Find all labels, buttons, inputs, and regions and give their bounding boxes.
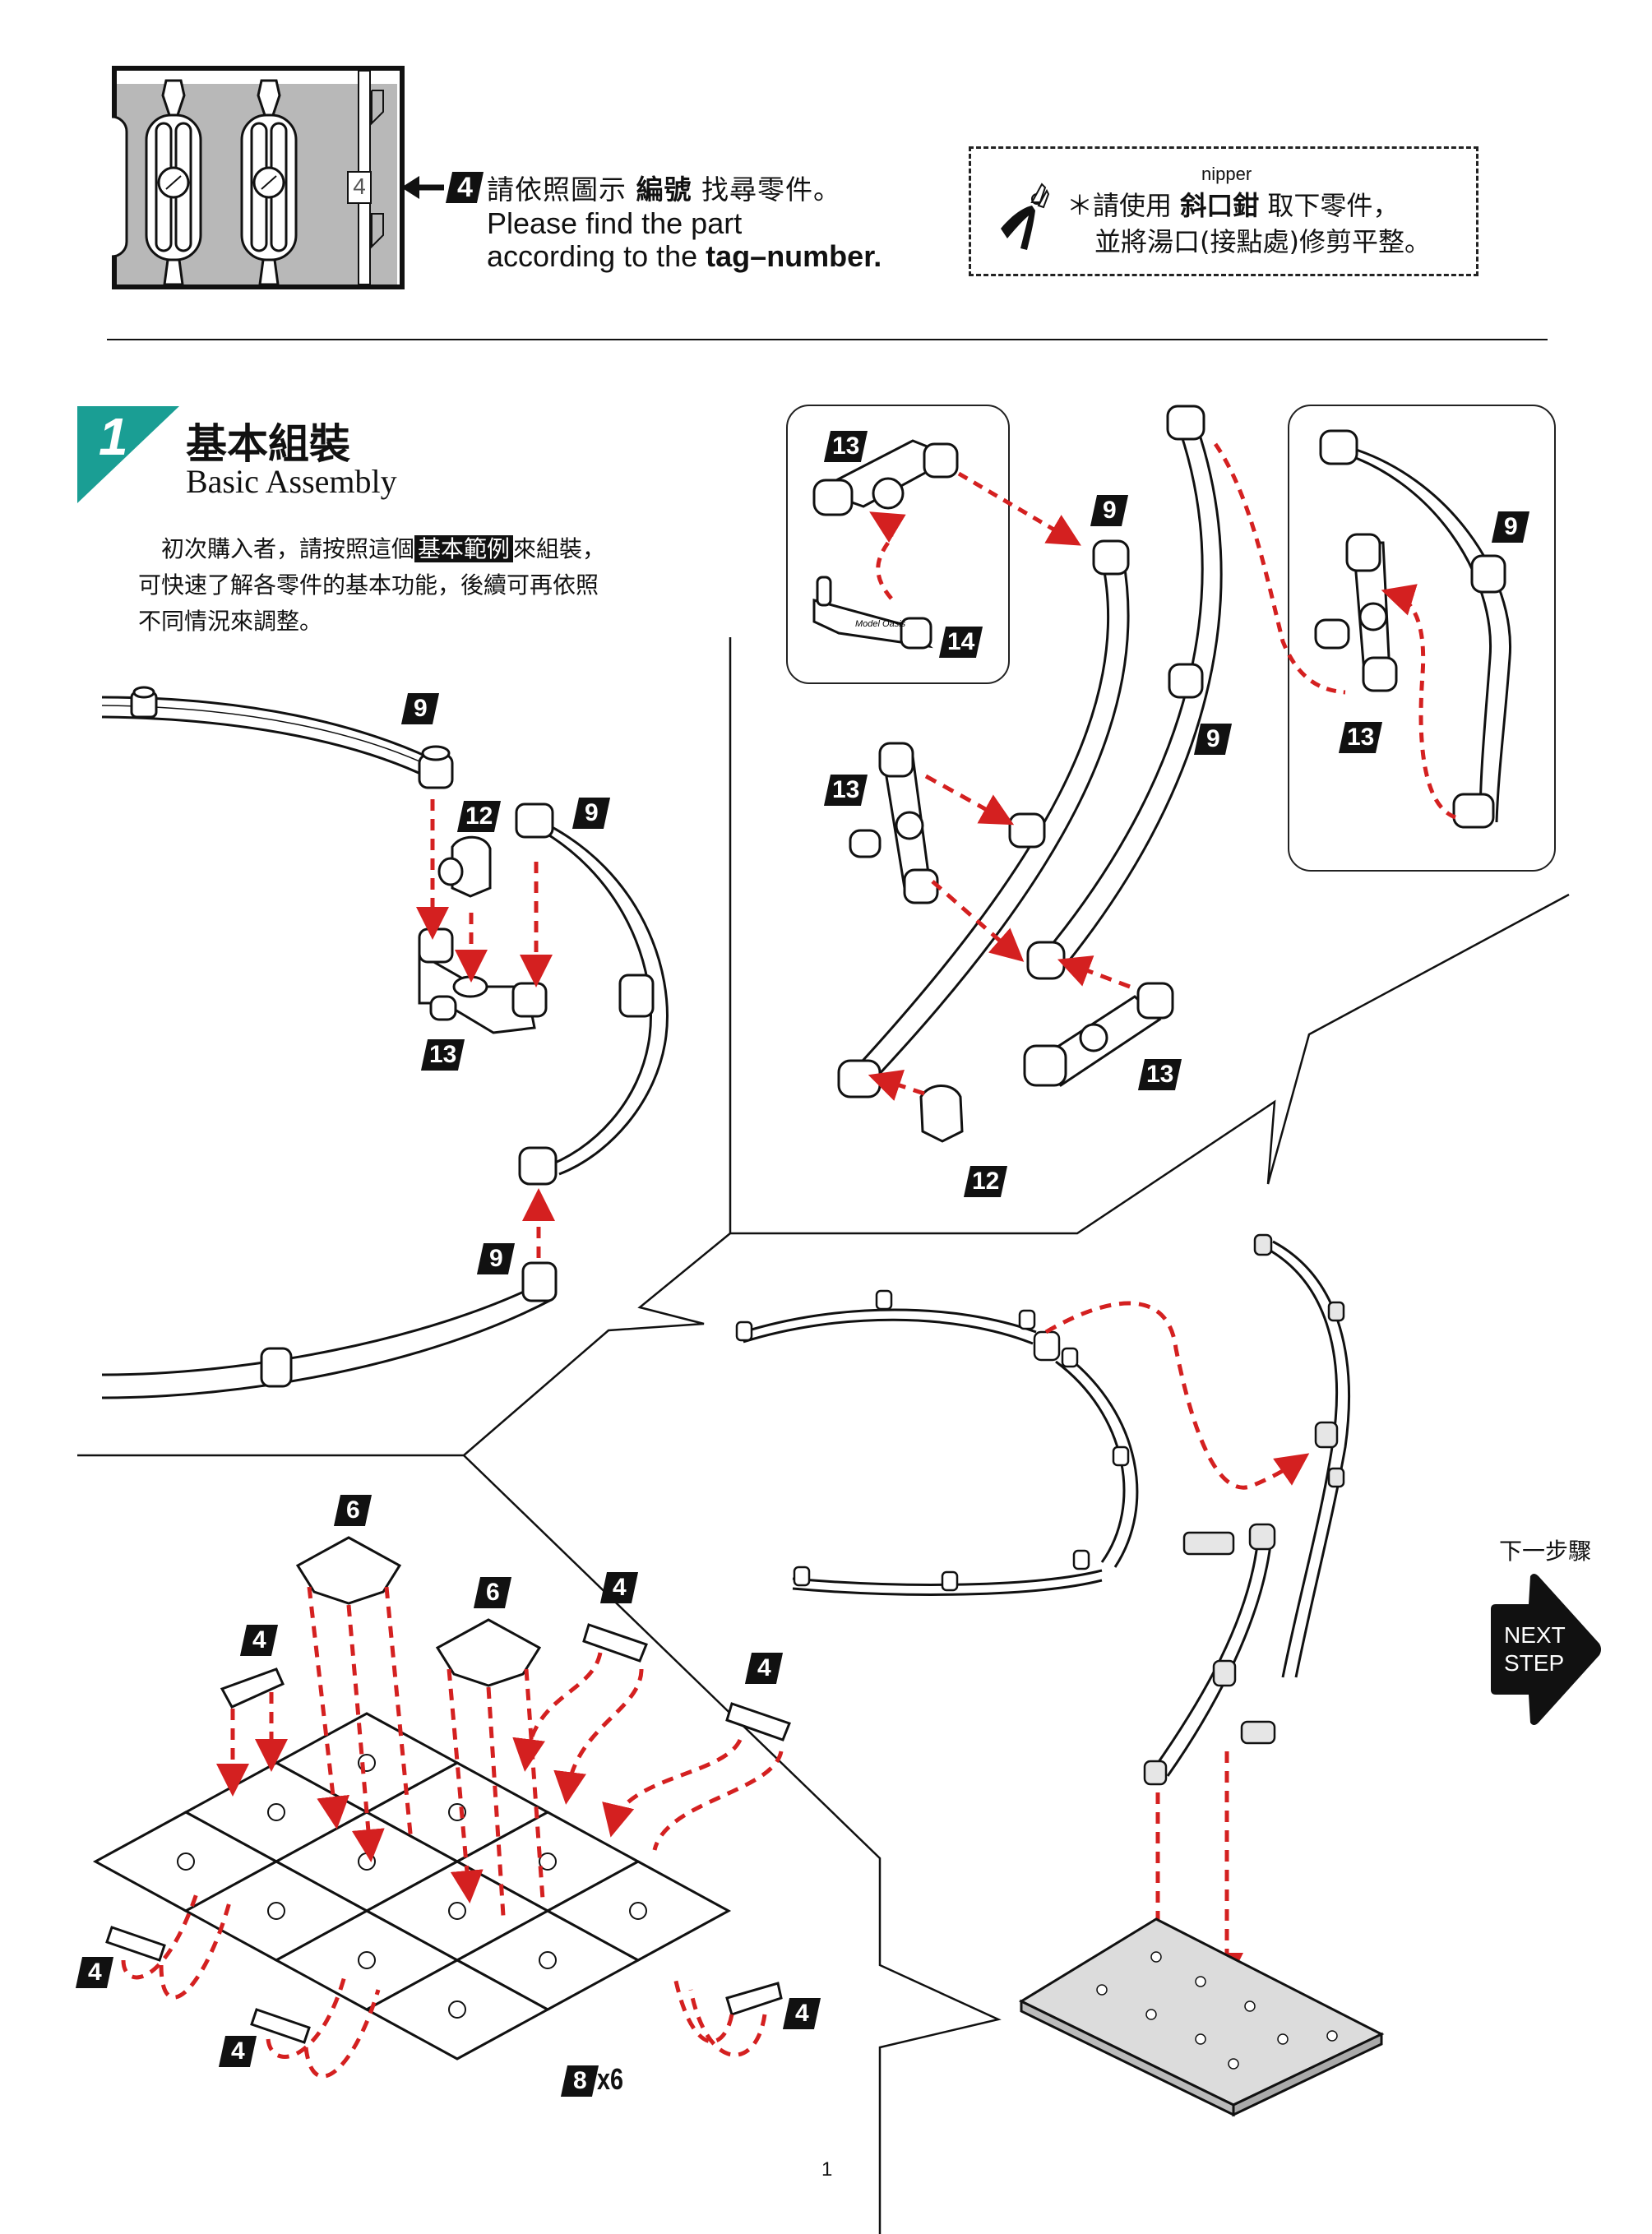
- assembled-base-plate: [1018, 1917, 1385, 2117]
- part-tag-13: 13: [823, 431, 868, 462]
- left-part-13-connector: [418, 927, 548, 1034]
- find-part-instruction-en: Please find the part according to the ta…: [487, 206, 882, 273]
- exploded-peg-4: [1166, 405, 1205, 441]
- left-arc-bottom-part-9: [101, 1281, 553, 1399]
- left-arc-right-part-9: [525, 821, 669, 1176]
- left-arc-right-peg-bottom: [518, 1146, 558, 1186]
- exploded-peg-1: [1092, 539, 1130, 576]
- nipper-icon: [1001, 183, 1050, 250]
- part-4-clip: [105, 1623, 791, 2044]
- part-tag-12: 12: [456, 801, 502, 832]
- step-title-en: Basic Assembly: [186, 463, 397, 500]
- left-arc-bottom-peg-end: [521, 1261, 558, 1302]
- part-tag-4: 4: [75, 1957, 114, 1988]
- exploded-peg-5: [1168, 663, 1204, 699]
- assembled-ring: [743, 1308, 1139, 1596]
- part-tag-13: 13: [823, 775, 868, 806]
- runner-illustration: 4: [94, 66, 405, 289]
- next-step-text-line1: NEXT: [1504, 1622, 1566, 1648]
- exploded-part-12: [919, 1085, 964, 1143]
- page-number: 1: [821, 2158, 833, 2181]
- nipper-instruction-line1: ＊請使用 斜口鉗 取下零件，: [1067, 190, 1400, 221]
- part-tag-4: 4: [744, 1653, 784, 1684]
- part-tag-4: 4: [599, 1572, 639, 1603]
- left-arc-top-pegs: [130, 686, 454, 789]
- assembled-vertical-arc: [1153, 1240, 1350, 1777]
- part-tag-4: 4: [239, 1625, 279, 1656]
- part-tag-9: 9: [571, 798, 611, 829]
- exploded-peg-3: [837, 1059, 882, 1098]
- next-step-button[interactable]: NEXT STEP: [1488, 1571, 1603, 1728]
- exploded-peg-2: [1008, 812, 1046, 849]
- part-tag-9: 9: [400, 693, 440, 724]
- part-tag-13: 13: [420, 1039, 465, 1071]
- exploded-part-13-upper: [849, 742, 939, 904]
- part-tag-8: 8: [560, 2065, 599, 2097]
- tool-name-label: nipper: [1201, 164, 1252, 184]
- basic-example-highlight: 基本範例: [414, 535, 514, 562]
- find-part-instruction-zh: 請依照圖示 編號 找尋零件。: [487, 173, 841, 206]
- left-arc-bottom-peg-mid: [260, 1347, 293, 1388]
- part-tag-6: 6: [473, 1577, 512, 1608]
- base-grid-plates: [92, 1712, 732, 2061]
- step-title-zh: 基本組裝: [186, 419, 350, 468]
- part-tag-header: 4: [445, 172, 484, 203]
- left-part-12-elbow: [437, 835, 492, 898]
- base-quantity: x6: [597, 2062, 624, 2096]
- part-tag-12: 12: [963, 1166, 1008, 1197]
- next-step-arrow-icon: [1491, 1574, 1601, 1725]
- left-assembly-arrows: [416, 799, 555, 1258]
- part-6-cap: [295, 1536, 542, 1687]
- step-number-badge: [77, 406, 179, 503]
- detail-panel-9-13: [1288, 405, 1556, 872]
- next-step-label: 下一步驟: [1499, 1538, 1592, 1565]
- runner-tag-label: 4: [347, 171, 372, 204]
- next-step-text-line2: STEP: [1504, 1650, 1565, 1676]
- part-tag-9: 9: [1090, 495, 1129, 526]
- left-arc-right-peg-mid: [618, 974, 655, 1018]
- part-tag-4: 4: [218, 2036, 257, 2067]
- part-tag-9: 9: [1491, 511, 1530, 543]
- exploded-arc-right-part-9: [1043, 419, 1223, 968]
- middle-connect-arrow: [1044, 1301, 1310, 1490]
- left-arc-right-peg-top: [515, 802, 554, 839]
- part-tag-4: 4: [782, 1998, 821, 2029]
- exploded-peg-6: [1026, 941, 1066, 980]
- step-number: 1: [99, 407, 128, 466]
- part-tag-14: 14: [938, 627, 983, 658]
- nipper-instruction-line2: 並將湯口(接點處)修剪平整。: [1094, 226, 1431, 257]
- part-tag-13: 13: [1137, 1059, 1182, 1090]
- part-tag-13: 13: [1338, 722, 1383, 753]
- step-description: 初次購入者，請按照這個基本範例來組裝， 可快速了解各零件的基本功能，後續可再依照…: [138, 535, 606, 635]
- left-arc-top-part-9: [101, 696, 445, 783]
- part-tag-6: 6: [333, 1495, 373, 1526]
- part-tag-9: 9: [1193, 724, 1233, 755]
- nipper-notice-box: nipper ＊請使用 斜口鉗 取下零件， 並將湯口(接點處)修剪平整。: [969, 146, 1478, 276]
- part-tag-9: 9: [476, 1243, 516, 1274]
- header-divider: [107, 339, 1548, 340]
